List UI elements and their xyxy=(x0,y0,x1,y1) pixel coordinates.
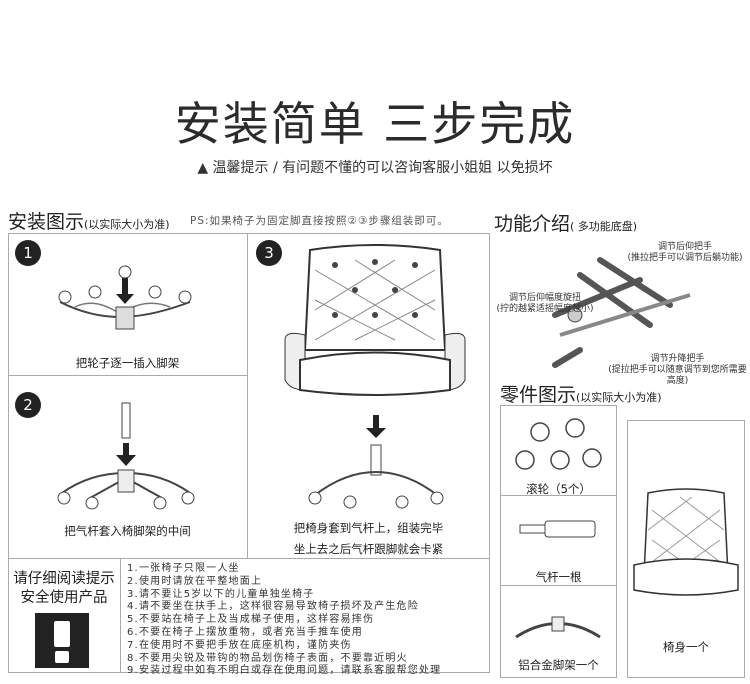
step-1-caption: 把轮子逐一插入脚架 xyxy=(75,356,180,370)
part-chair-body-label: 椅身一个 xyxy=(663,640,709,654)
parts-heading-note: (以实际大小为准) xyxy=(576,391,662,404)
step-2-caption: 把气杆套入椅脚架的中间 xyxy=(64,524,191,538)
safety-tip: 5.不要站在椅子上及当成梯子使用，这样容易摔伤 xyxy=(127,614,375,626)
casters-illustration xyxy=(515,418,602,470)
mechanism-illustration xyxy=(552,257,691,368)
step-1-number: 1 xyxy=(15,240,41,266)
step-2-number: 2 xyxy=(15,392,41,418)
divider xyxy=(247,233,248,558)
feature-recline-handle: 调节后仰把手(推拉把手可以调节后躺功能) xyxy=(620,242,750,264)
safety-tip: 4.请不要坐在扶手上，这样很容易导致椅子损坏及产生危险 xyxy=(127,601,419,613)
step-3-number: 3 xyxy=(256,240,282,266)
safety-tip: 2.使用时请放在平整地面上 xyxy=(127,575,263,587)
install-grid xyxy=(8,233,490,673)
divider xyxy=(120,558,121,673)
gas-lift-illustration xyxy=(519,520,596,538)
install-heading-text: 安装图示 xyxy=(8,211,85,233)
page-title: 安装简单 三步完成 xyxy=(174,97,576,151)
wheel-insertion-illustration xyxy=(58,265,192,330)
install-heading: 安装图示(以实际大小为准) xyxy=(8,207,170,234)
features-heading: 功能介绍( 多功能底盘) xyxy=(494,209,637,236)
safety-tip: 6.不要在椅子上摆放重物，或者充当手推车使用 xyxy=(127,626,363,638)
chair-body-box xyxy=(627,420,745,678)
divider xyxy=(500,585,617,586)
parts-heading: 零件图示(以实际大小为准) xyxy=(500,380,662,407)
safety-title: 请仔细阅读提示安全使用产品 xyxy=(8,570,120,608)
feature-tension-knob: 调节后仰幅度旋扭(拧的越紧适摇幅度越小) xyxy=(490,293,600,315)
exclamation-icon xyxy=(35,613,89,668)
safety-tip: 8.不要用尖锐及带钩的物品划伤椅子表面，不要靠近明火 xyxy=(127,652,408,664)
divider xyxy=(500,495,617,496)
safety-tip: 3.请不要让5岁以下的儿童单独坐椅子 xyxy=(127,588,315,600)
safety-tip: 1.一张椅子只限一人坐 xyxy=(127,563,240,574)
features-heading-text: 功能介绍 xyxy=(494,213,571,235)
feature-desc: (推拉把手可以调节后躺功能) xyxy=(627,253,743,263)
safety-tip: 9.安装过程中如有不明白或存在使用问题，请联系客服帮您处理 xyxy=(127,665,442,677)
feature-label: 调节后仰幅度旋扭 xyxy=(508,293,581,303)
step-3-caption: 把椅身套到气杆上，组装完毕 xyxy=(293,521,444,535)
install-heading-note: (以实际大小为准) xyxy=(84,218,170,231)
feature-desc: (提拉把手可以随意调节到您所需要高度) xyxy=(608,365,747,386)
feature-label: 调节升降把手 xyxy=(650,354,705,364)
divider xyxy=(8,558,490,559)
feature-height-handle: 调节升降把手(提拉把手可以随意调节到您所需要高度) xyxy=(605,354,750,387)
chair-assembly-illustration xyxy=(284,244,466,509)
divider xyxy=(8,375,247,376)
safety-title-line-2: 安全使用产品 xyxy=(20,590,108,606)
safety-title-line-1: 请仔细阅读提示 xyxy=(13,571,115,587)
features-heading-note: ( 多功能底盘) xyxy=(570,220,638,233)
safety-tip: 7.在使用时不要把手放在底座机构，谨防夹伤 xyxy=(127,639,352,651)
subtitle-notice: ▲ 温馨提示 / 有问题不懂的可以咨询客服小姐姐 以免损坏 xyxy=(197,160,553,176)
feature-label: 调节后仰把手 xyxy=(657,242,712,252)
chair-body-illustration xyxy=(633,488,739,596)
parts-heading-text: 零件图示 xyxy=(500,384,577,406)
install-ps-note: PS:如果椅子为固定脚直接按照②③步骤组装即可。 xyxy=(190,215,449,227)
part-gas-lift-label: 气杆一根 xyxy=(535,570,582,584)
part-casters-label: 滚轮（5个） xyxy=(526,482,591,496)
parts-box xyxy=(500,405,617,678)
part-base-label: 铝合金脚架一个 xyxy=(518,658,599,672)
gas-lift-insertion-illustration xyxy=(57,402,195,510)
step-3-caption-2: 坐上去之后气杆跟脚就会卡紧 xyxy=(293,542,444,556)
base-illustration xyxy=(515,616,601,639)
feature-desc: (拧的越紧适摇幅度越小) xyxy=(496,304,594,314)
